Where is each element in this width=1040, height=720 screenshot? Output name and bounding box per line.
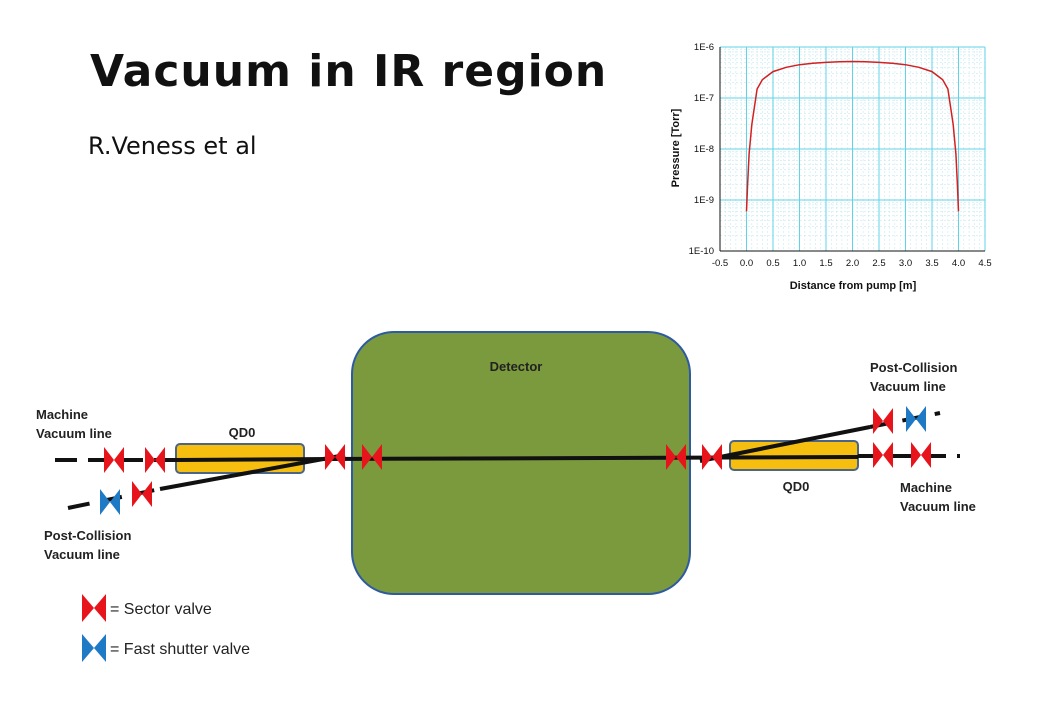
fast-shutter-valve [100, 489, 120, 515]
author-subtitle: R.Veness et al [88, 132, 257, 160]
fast-shutter-valve [906, 406, 926, 432]
detector-label: Detector [490, 359, 543, 374]
detector-block [351, 331, 691, 595]
post-collision-right-line2: Vacuum line [870, 379, 946, 394]
main-beam-line [329, 455, 859, 461]
machine-vacuum-right-line2: Vacuum line [900, 499, 976, 514]
legend-fast-shutter-valve: = Fast shutter valve [110, 641, 250, 658]
post-collision-right-line1: Post-Collision [870, 360, 957, 375]
machine-vacuum-left-line1: Machine [36, 407, 88, 422]
legend-sector-valve-icon [82, 594, 106, 622]
post-collision-line-right [699, 425, 871, 463]
sector-valve [325, 444, 345, 470]
post-collision-left-line1: Post-Collision [44, 528, 131, 543]
sector-valve [873, 442, 893, 468]
post-collision-left-line2: Vacuum line [44, 547, 120, 562]
legend-fast-shutter-icon [82, 634, 106, 662]
legend-sector-valve: = Sector valve [110, 601, 212, 618]
sector-valve [132, 481, 152, 507]
sector-valve [104, 447, 124, 473]
sector-valve [145, 447, 165, 473]
machine-vacuum-right-line1: Machine [900, 480, 952, 495]
page-title: Vacuum in IR region [90, 46, 608, 97]
legend: = Sector valve = Fast shutter valve [82, 594, 250, 662]
sector-valve [702, 444, 722, 470]
sector-valve [911, 442, 931, 468]
qd0-left-label: QD0 [229, 425, 256, 440]
machine-vacuum-left-line2: Vacuum line [36, 426, 112, 441]
qd0-right-label: QD0 [783, 479, 810, 494]
sector-valve [873, 408, 893, 434]
